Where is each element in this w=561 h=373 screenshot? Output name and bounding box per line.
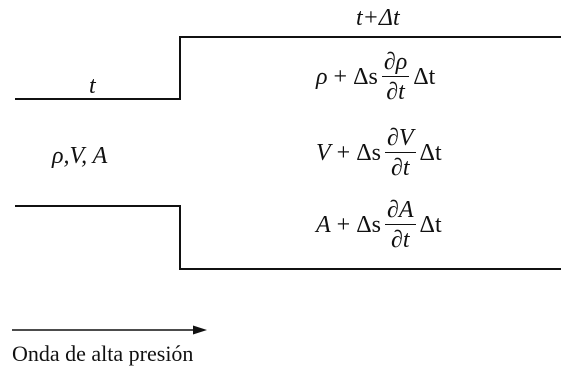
state-label-left: ρ,V, A (52, 143, 108, 169)
pipe-lower-wall (15, 205, 561, 270)
eq-plus: + (336, 212, 351, 238)
eq-dt: Δt (419, 212, 442, 238)
time-label-after: t+Δt (356, 5, 400, 31)
eq-denominator: ∂t (391, 227, 410, 253)
eq-numerator: ∂V (385, 125, 416, 153)
eq-var: V (316, 140, 331, 166)
eq-plus: + (336, 140, 351, 166)
eq-fraction: ∂A ∂t (385, 198, 416, 252)
eq-dt: Δt (419, 140, 442, 166)
eq-numerator: ∂A (385, 197, 416, 225)
wave-caption: Onda de alta presión (12, 341, 194, 366)
time-label-before: t (89, 73, 96, 99)
eq-var: ρ (316, 64, 328, 90)
eq-ds: Δs (356, 212, 381, 238)
eq-ds: Δs (353, 64, 378, 90)
arrow-head-icon (193, 325, 207, 335)
pipe-upper-wall (15, 36, 561, 100)
eq-plus: + (333, 64, 348, 90)
eq-fraction: ∂V ∂t (385, 126, 416, 180)
eq-fraction: ∂ρ ∂t (381, 49, 410, 105)
eq-var: A (316, 212, 331, 238)
equation-area: A + Δs ∂A ∂t Δt (316, 198, 442, 252)
equation-velocity: V + Δs ∂V ∂t Δt (316, 126, 442, 180)
eq-numerator: ∂ρ (381, 49, 410, 77)
eq-ds: Δs (356, 140, 381, 166)
equation-density: ρ + Δs ∂ρ ∂t Δt (316, 50, 435, 104)
eq-dt: Δt (413, 64, 436, 90)
eq-denominator: ∂t (391, 155, 410, 181)
eq-denominator: ∂t (386, 79, 405, 105)
